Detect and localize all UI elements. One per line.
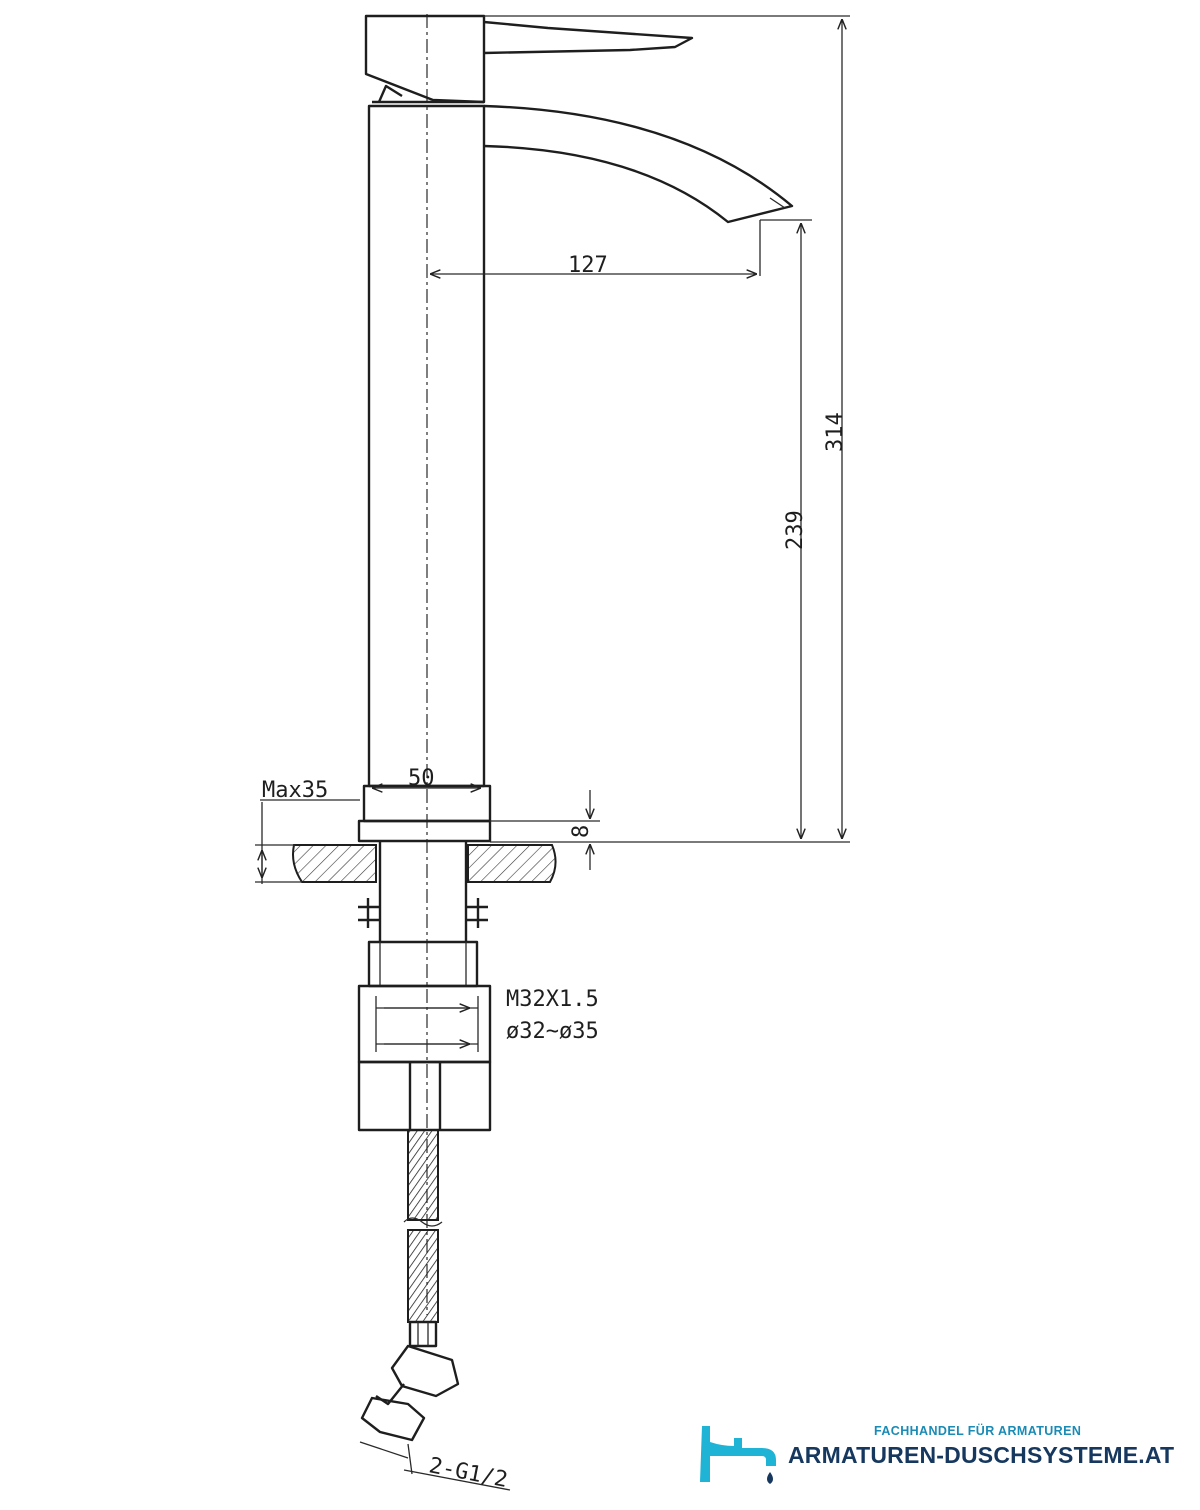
dim-max-counter: Max35: [262, 778, 328, 803]
dim-base-height: 8: [569, 825, 594, 838]
dim-connection: 2-G1/2: [427, 1453, 510, 1493]
dim-hole-diameter: ø32~ø35: [506, 1019, 599, 1044]
dim-spout-reach: 127: [568, 253, 608, 278]
logo-brand: ARMATUREN-DUSCHSYSTEME.AT: [788, 1442, 1175, 1468]
logo-tagline: FACHHANDEL FÜR ARMATUREN: [874, 1424, 1082, 1438]
dim-body-width: 50: [408, 766, 435, 791]
faucet-drop-icon: [700, 1426, 776, 1484]
mounting-nut: [357, 898, 492, 1132]
braided-hose: [360, 1129, 460, 1442]
dimension-lines: [255, 15, 850, 1491]
dim-spout-height: 239: [783, 510, 808, 550]
brand-logo[interactable]: FACHHANDEL FÜR ARMATUREN ARMATUREN-DUSCH…: [696, 1420, 1176, 1486]
faucet-body: [357, 14, 794, 843]
dim-thread: M32X1.5: [506, 987, 599, 1012]
dim-total-height: 314: [823, 412, 848, 452]
countertop-section: [292, 841, 557, 942]
